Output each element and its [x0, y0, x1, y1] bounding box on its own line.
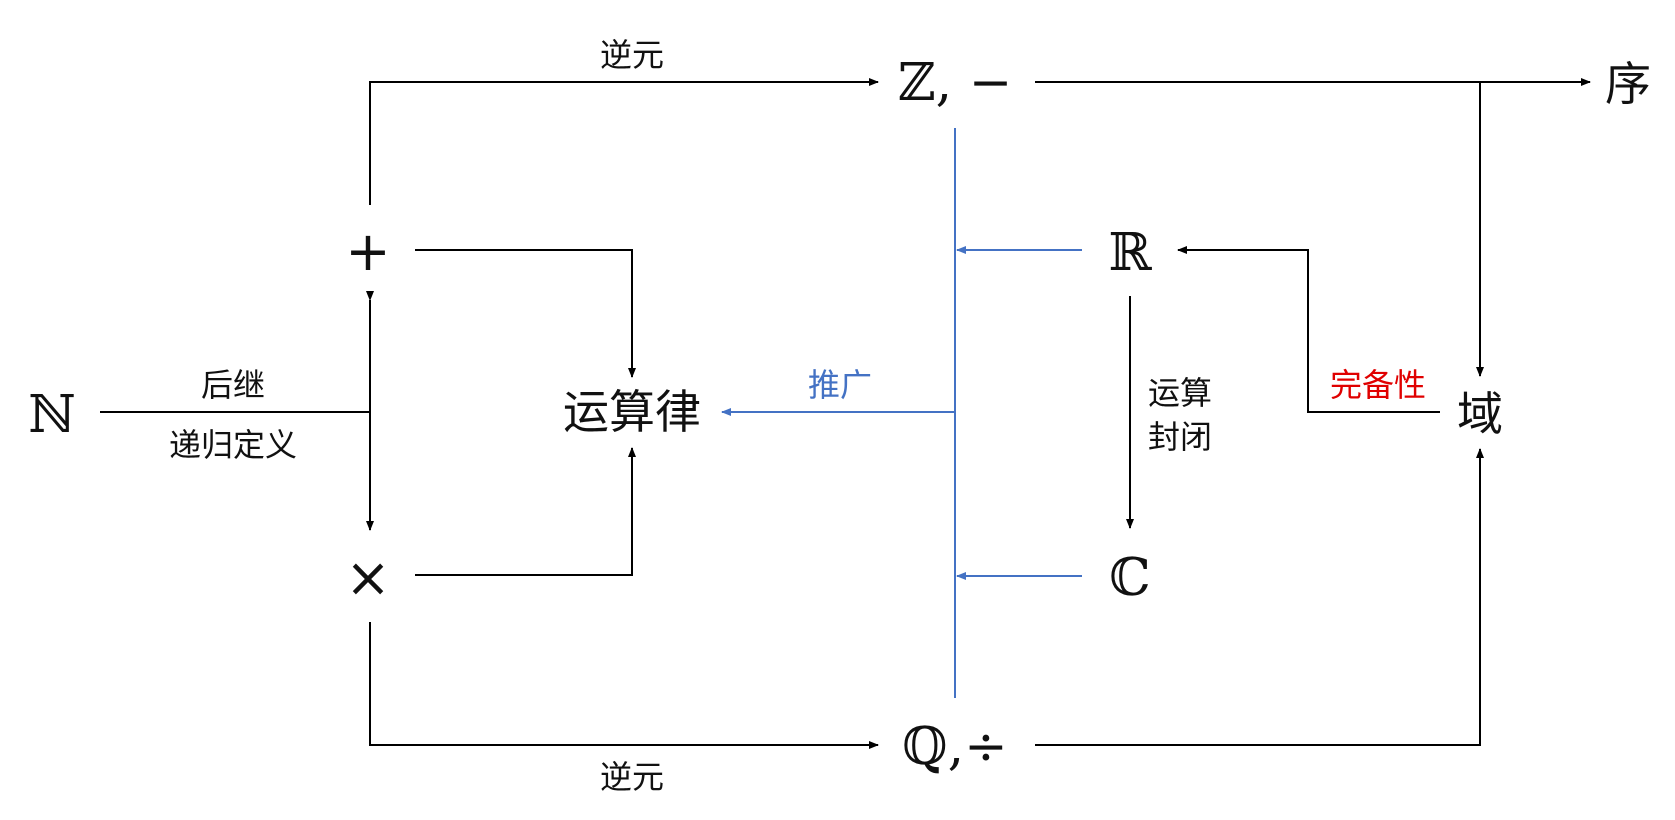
label-completeness: 完备性 — [1330, 366, 1426, 404]
node-integers-subtraction: ℤ, − — [898, 53, 1013, 113]
node-rationals-division: ℚ,÷ — [902, 717, 1007, 777]
edge-times-to-q — [369, 622, 879, 749]
label-successor: 后继 — [201, 366, 265, 404]
edge-times-to-laws — [415, 447, 636, 576]
node-field: 域 — [1457, 387, 1503, 441]
node-addition: + — [345, 220, 390, 283]
label-generalize: 推广 — [808, 366, 872, 404]
node-complex: ℂ — [1109, 548, 1150, 608]
edge-plus-to-z — [369, 78, 879, 205]
node-order: 序 — [1605, 57, 1651, 111]
label-inverse-top: 逆元 — [600, 36, 664, 74]
node-multiplication: × — [345, 546, 390, 609]
label-closure-line1: 运算 — [1148, 374, 1212, 412]
edge-q-to-field — [1035, 448, 1484, 746]
node-natural-numbers: ℕ — [28, 385, 76, 445]
label-inverse-bottom: 逆元 — [600, 758, 664, 796]
node-reals: ℝ — [1108, 223, 1152, 283]
edge-field-to-r — [1177, 246, 1440, 413]
edge-plus-to-laws — [415, 249, 636, 378]
label-recursive-definition: 递归定义 — [169, 426, 297, 464]
node-operation-laws: 运算律 — [563, 385, 701, 439]
label-closure-line2: 封闭 — [1148, 418, 1212, 456]
